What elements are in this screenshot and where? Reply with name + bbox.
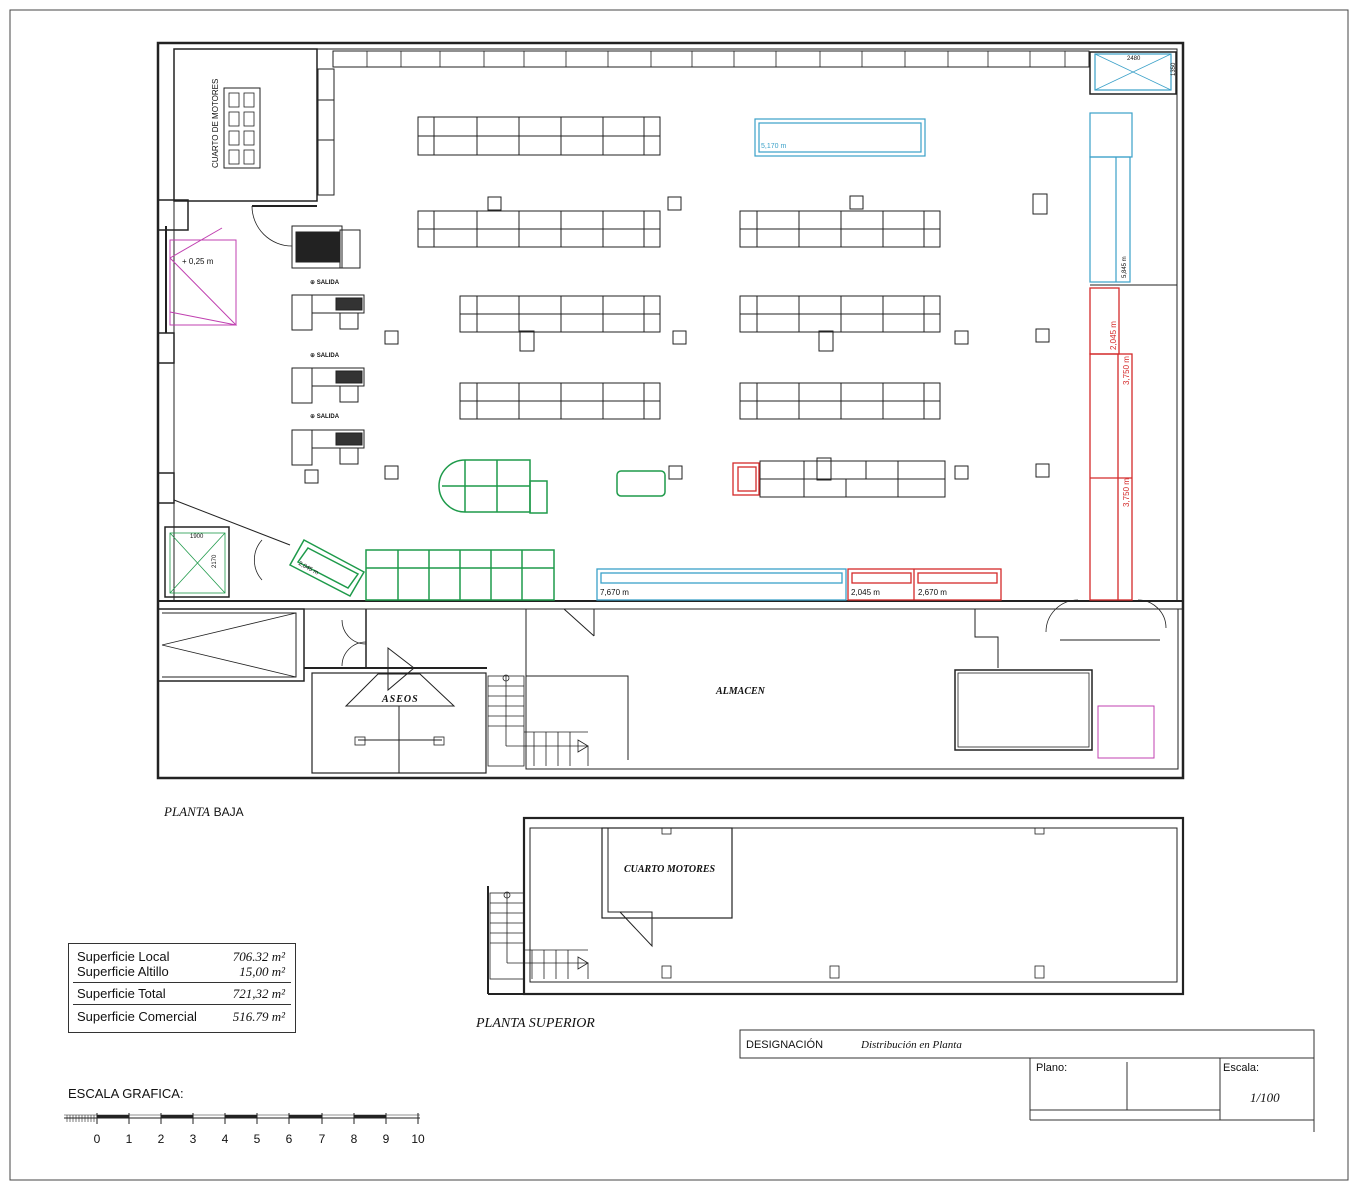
scale-tick-label: 9 [382, 1132, 390, 1146]
toilets-label: ASEOS [382, 694, 419, 705]
title-block-frame [739, 1029, 1315, 1132]
scale-tick-label: 8 [350, 1132, 358, 1146]
frozen-bottom-unit [847, 568, 1002, 601]
scale-tick-label: 7 [318, 1132, 326, 1146]
refrigerated-bottom-unit [596, 568, 847, 601]
exit-icon: ⊕ [310, 414, 317, 420]
designation-label: DESIGNACIÓN [746, 1039, 824, 1051]
island-dimension: 5,170 m [761, 143, 787, 150]
scale-tick-label: 5 [253, 1132, 261, 1146]
red-vertical-dimension-1: 2,045 m [1109, 321, 1118, 350]
scale-value: 1/100 [1250, 1090, 1280, 1105]
red-vertical-dimension-2: 3,750 m [1122, 356, 1131, 385]
gondola-shelves [417, 116, 946, 498]
motor-room-label: CUARTO DE MOTORES [211, 78, 220, 168]
red-vertical-dimension-3: 3,750 m [1122, 478, 1131, 507]
outer-wall [156, 41, 1185, 780]
storage-label: ALMACEN [716, 686, 765, 697]
exit-label-2: ⊕ SALIDA [310, 353, 340, 359]
area-divider [73, 1004, 291, 1005]
blue-bottom-dimension: 7,670 m [600, 588, 629, 597]
sheet-border [9, 9, 1349, 1181]
scale-tick-label: 10 [411, 1132, 425, 1146]
bottom-left-room-width: 1900 [190, 534, 204, 540]
ground-floor-title: PLANTA BAJA [164, 804, 244, 819]
scale-bar-title: ESCALA GRAFICA: [68, 1086, 184, 1101]
cold-wall-dimension: 5,845 m [1122, 256, 1128, 278]
scale-tick-label: 0 [93, 1132, 101, 1146]
storage-room [525, 608, 1179, 770]
red-bottom-dimension-2: 2,670 m [918, 588, 947, 597]
plan-label: Plano: [1036, 1062, 1068, 1074]
ground-floor-plan [156, 41, 1185, 780]
scale-bar [64, 1113, 420, 1124]
stairs-upper [489, 891, 589, 980]
exit-icon: ⊕ [310, 280, 317, 286]
top-right-room-width: 2480 [1127, 56, 1141, 62]
step-dimension-label: + 0,25 m [182, 257, 214, 266]
exit-label-3: ⊕ SALIDA [310, 414, 340, 420]
checkout-lanes [291, 225, 365, 466]
scale-tick-label: 1 [125, 1132, 133, 1146]
refrigerated-wall-unit [1089, 53, 1172, 283]
red-bottom-dimension-1: 2,045 m [851, 588, 880, 597]
refrigerated-island [754, 118, 926, 157]
upper-motor-room-label: CUARTO MOTORES [624, 864, 716, 875]
upper-floor-title: PLANTA SUPERIOR [476, 1016, 595, 1031]
stairs-ground [487, 674, 589, 767]
scale-tick-label: 4 [221, 1132, 229, 1146]
area-divider [73, 982, 291, 983]
bottom-left-room-height: 2170 [212, 554, 218, 568]
designation-value: Distribución en Planta [861, 1039, 962, 1051]
structural-columns [304, 193, 1050, 484]
motor-room [173, 48, 318, 202]
scale-tick-label: 2 [157, 1132, 165, 1146]
produce-units [288, 459, 666, 601]
scale-tick-label: 6 [285, 1132, 293, 1146]
top-right-room-height: 1350 [1171, 62, 1177, 76]
upper-floor-plan [487, 816, 1185, 996]
inner-wall [173, 48, 1178, 602]
scale-tick-label: 3 [189, 1132, 197, 1146]
frozen-wall-unit [732, 287, 1133, 601]
exit-icon: ⊕ [310, 353, 317, 359]
exit-label-1: ⊕ SALIDA [310, 280, 340, 286]
scale-label: Escala: [1223, 1062, 1260, 1074]
